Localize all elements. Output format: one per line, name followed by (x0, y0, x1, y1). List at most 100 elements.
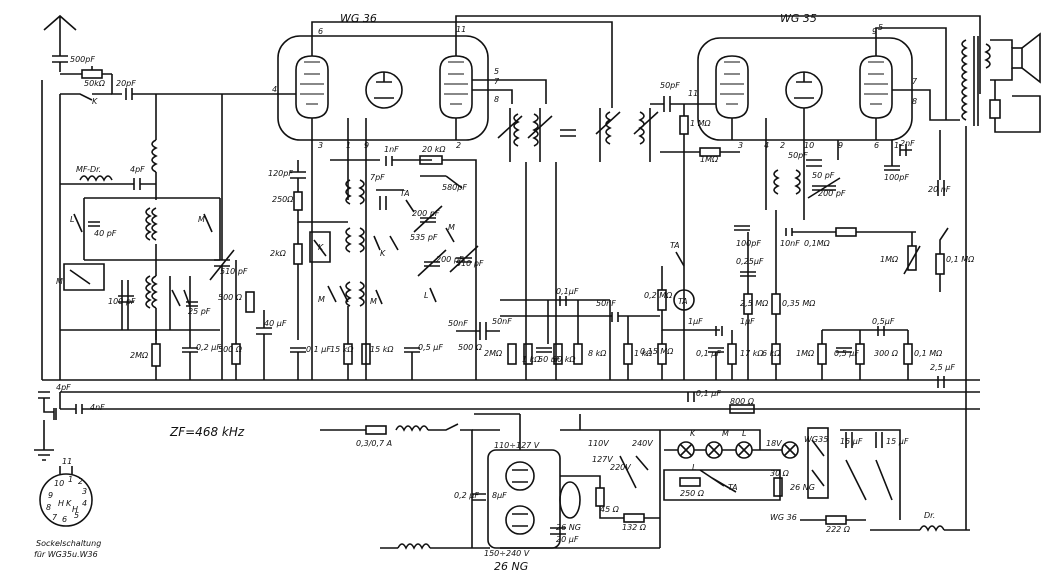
label-ta-2: TA (670, 241, 680, 250)
label-1m-right: 1MΩ (796, 349, 815, 358)
mains-choke-bottom (397, 543, 431, 550)
label-25m: 2,5 MΩ (740, 299, 769, 308)
label-fuse: 0,3/0,7 A (356, 439, 392, 448)
tube-socket-diagram (39, 466, 93, 527)
label-2m-mid: 2MΩ (484, 349, 503, 358)
label-10nf: 10nF (780, 239, 800, 248)
label-ta-3: TA (678, 297, 688, 306)
socket-pin-h1: H (58, 499, 64, 508)
label-200pf-b: 200 pF (436, 255, 464, 264)
cap-4nf (59, 392, 92, 414)
label-8uf: 8µF (492, 491, 507, 500)
label-26ng-vertical-2: 26 NG (790, 483, 815, 492)
label-4nf: 4nF (90, 403, 105, 412)
label-50nf-mid: 50 nF (538, 355, 561, 364)
label-02m: 0,2 MΩ (644, 291, 673, 300)
resistor-800 (729, 404, 755, 414)
label-01m-mid: 0,1MΩ (804, 239, 831, 248)
resistor-1k-mid (523, 343, 533, 365)
wg35-triode-tube (715, 55, 749, 119)
wg36-pin-11: 11 (456, 25, 466, 34)
label-15k-b: 15 kΩ (370, 345, 394, 354)
hum-resistor (989, 80, 1041, 133)
if-transformer-2 (595, 108, 659, 162)
label-2nf: 2nF (900, 139, 915, 148)
label-1m-feedback: 1MΩ (700, 155, 719, 164)
label-1nf: 1nF (384, 145, 399, 154)
resistor-17k (727, 343, 737, 365)
label-7pf: 7pF (370, 173, 385, 182)
zf-frequency-note: ZF=468 kHz (169, 425, 245, 439)
label-220v: 220V (610, 463, 631, 472)
wg36-pin-4: 4 (272, 85, 277, 94)
label-4pf-ant: 4pF (56, 383, 71, 392)
label-l-sw2: L (424, 291, 428, 300)
cap-02uf-left (182, 330, 198, 380)
wg35-pin-1: 1 (894, 141, 899, 150)
resistor-500-a (245, 291, 255, 313)
cap-120pf (290, 160, 306, 192)
label-200pf: 200 pF (412, 209, 440, 218)
label-26ng-vertical: 26 NG (556, 523, 581, 532)
pilot-lamp-3 (735, 441, 753, 459)
resistor-250-power (679, 477, 701, 487)
wg35-pin-10: 10 (804, 141, 814, 150)
resistor-01m-right (903, 343, 913, 365)
wg35-pin-9b: 9 (838, 141, 843, 150)
cap-01uf-osc (290, 347, 306, 353)
cap-50nf-mid (536, 347, 552, 353)
socket-pin-4: 4 (82, 499, 87, 508)
label-15uf-b: 15 µF (886, 437, 909, 446)
label-01uf-c: 0,1 µF (696, 389, 721, 398)
label-015m: 0,15 MΩ (640, 347, 674, 356)
wave-switch-m-left (63, 263, 105, 291)
label-1k-b: 1 kΩ (634, 349, 653, 358)
label-100pf-right: 100pF (884, 173, 909, 182)
relay-switch-block (807, 427, 829, 499)
resistor-222 (825, 515, 847, 525)
label-6k: 6 kΩ (762, 349, 781, 358)
socket-caption-line1: Sockelschaltung (36, 539, 101, 548)
label-510pf: 510 pF (220, 267, 248, 276)
label-1uf: 1µF (688, 317, 703, 326)
label-02uf-left: 0,2 µF (196, 343, 221, 352)
socket-pin-3: 3 (82, 487, 87, 496)
resistor-30 (773, 477, 783, 497)
label-01m-pot: 0,1 MΩ (946, 255, 975, 264)
osc-coil-stack (345, 179, 365, 307)
wg35-pin-7: 7 (912, 77, 918, 86)
label-voltage-low: 110÷127 V (494, 441, 540, 450)
label-510pf-b: 510 pF (456, 259, 484, 268)
tube-title-wg35: WG 35 (780, 12, 817, 25)
label-1k-mid: 1 kΩ (522, 355, 541, 364)
rectifier-26ng (559, 481, 581, 519)
resistor-01m-mid (835, 227, 857, 237)
label-l-sel: L (742, 429, 746, 438)
label-2m-left: 2MΩ (130, 351, 149, 360)
mains-choke (395, 425, 429, 432)
pilot-lamp-1 (677, 441, 695, 459)
label-20nf: 20 nF (928, 185, 951, 194)
label-k-sw2: K (380, 249, 386, 258)
antenna-coil-upper (151, 139, 158, 173)
label-k-osc: K (318, 243, 324, 252)
tube-title-wg36: WG 36 (340, 12, 377, 25)
label-30: 30 Ω (770, 469, 790, 478)
label-01uf-b: 0,1 µF (696, 349, 721, 358)
label-l-switch: L (70, 215, 74, 224)
label-m-switch-right: M (198, 215, 205, 224)
cap-15uf-a (845, 432, 853, 448)
wg35-power-tube (859, 55, 893, 119)
volume-pot-1m (903, 245, 921, 275)
antenna-input-capacitor (52, 55, 68, 72)
cap-05uf (404, 347, 420, 380)
label-25pf: 25 pF (188, 307, 211, 316)
label-50pf-2: 50pF (788, 151, 808, 160)
label-240v: 240V (632, 439, 653, 448)
label-15k-a: 15 kΩ (330, 345, 354, 354)
wg35-pin-2: 2 (780, 141, 785, 150)
resistor-035m (771, 293, 781, 315)
label-132: 132 Ω (622, 523, 647, 532)
label-035m: 0,35 MΩ (782, 299, 816, 308)
resistor-2k (293, 243, 303, 265)
